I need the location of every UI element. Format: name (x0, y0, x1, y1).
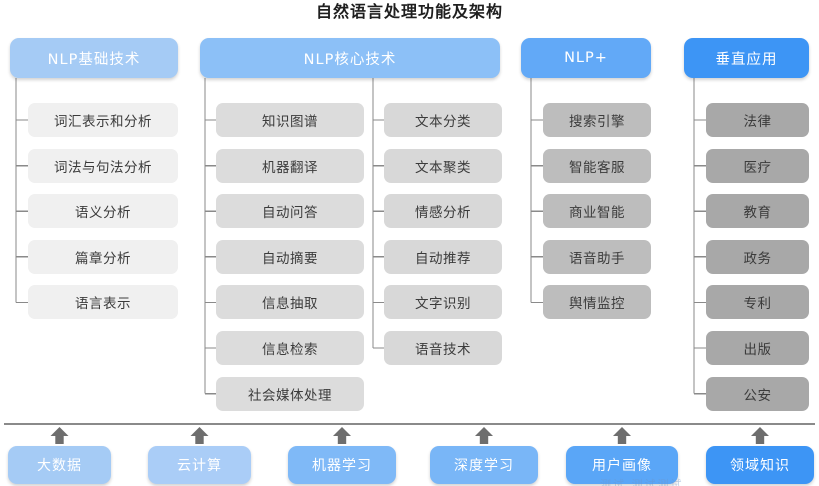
item-core-right-5[interactable]: 语音技术 (384, 331, 502, 365)
item-core-left-5[interactable]: 信息检索 (216, 331, 364, 365)
item-label: 自动推荐 (415, 250, 471, 267)
item-label: 搜索引擎 (569, 114, 625, 130)
foundation-cloud-computing[interactable]: 云计算 (148, 446, 251, 484)
foundation-machine-learning[interactable]: 机器学习 (288, 446, 396, 484)
item-label: 信息抽取 (262, 296, 318, 313)
header-nlp-basic[interactable]: NLP基础技术 (10, 38, 178, 78)
item-core-left-1[interactable]: 机器翻译 (216, 148, 364, 183)
foundation-label: 机器学习 (312, 458, 372, 474)
item-core-right-1[interactable]: 文本聚类 (384, 148, 502, 183)
header-label: NLP核心技术 (303, 51, 397, 68)
item-label: 知识图谱 (262, 114, 318, 130)
item-vertical-3[interactable]: 政务 (706, 239, 809, 274)
item-label: 语音助手 (569, 250, 625, 267)
item-core-left-4[interactable]: 信息抽取 (216, 285, 364, 320)
item-basic-2[interactable]: 语义分析 (28, 194, 178, 229)
foundation-label: 领域知识 (730, 458, 790, 474)
item-label: 法律 (743, 114, 772, 130)
item-vertical-6[interactable]: 公安 (706, 376, 809, 411)
item-label: 出版 (743, 342, 772, 358)
up-arrow-icon (190, 427, 209, 444)
item-label: 文字识别 (415, 296, 471, 313)
item-basic-3[interactable]: 篇章分析 (28, 239, 178, 274)
header-label: NLP+ (564, 50, 608, 66)
item-core-right-2[interactable]: 情感分析 (384, 194, 502, 229)
up-arrow-icon (613, 427, 631, 444)
item-basic-4[interactable]: 语言表示 (28, 285, 178, 320)
up-arrow-icon (50, 427, 69, 444)
foundation-label: 大数据 (37, 458, 82, 474)
item-label: 自动摘要 (262, 250, 318, 267)
up-arrow-icon (751, 427, 769, 444)
up-arrow-icon (475, 427, 493, 444)
up-arrow-icon (333, 427, 351, 444)
header-label: 垂直应用 (715, 51, 778, 68)
item-core-right-4[interactable]: 文字识别 (384, 285, 502, 320)
header-nlp-plus[interactable]: NLP+ (521, 38, 651, 78)
item-label: 专利 (743, 296, 772, 313)
item-core-left-2[interactable]: 自动问答 (216, 194, 364, 229)
item-label: 智能客服 (569, 159, 625, 176)
item-vertical-4[interactable]: 专利 (706, 285, 809, 320)
page-title: 自然语言处理功能及架构 (315, 2, 503, 21)
item-core-right-0[interactable]: 文本分类 (384, 103, 502, 137)
item-vertical-5[interactable]: 出版 (706, 331, 809, 365)
item-label: 舆情监控 (569, 296, 625, 313)
item-plus-1[interactable]: 智能客服 (543, 148, 651, 183)
watermark: 测试 测试测试 (600, 478, 684, 486)
item-core-left-6[interactable]: 社会媒体处理 (216, 376, 364, 411)
item-label: 政务 (743, 250, 772, 267)
foundation-label: 深度学习 (454, 458, 514, 474)
foundation-deep-learning[interactable]: 深度学习 (430, 446, 538, 484)
item-plus-4[interactable]: 舆情监控 (543, 285, 651, 320)
item-vertical-0[interactable]: 法律 (706, 103, 809, 137)
foundation-domain-knowledge[interactable]: 领域知识 (706, 446, 814, 484)
item-label: 商业智能 (569, 205, 625, 222)
header-nlp-vertical[interactable]: 垂直应用 (684, 38, 809, 78)
item-core-left-3[interactable]: 自动摘要 (216, 239, 364, 274)
item-label: 情感分析 (415, 205, 471, 222)
foundation-user-profile[interactable]: 用户画像 (566, 446, 678, 484)
item-label: 语义分析 (75, 205, 131, 222)
foundation-big-data[interactable]: 大数据 (8, 446, 111, 484)
item-core-left-0[interactable]: 知识图谱 (216, 103, 364, 137)
item-label: 文本分类 (415, 114, 471, 130)
item-plus-3[interactable]: 语音助手 (543, 239, 651, 274)
item-label: 公安 (743, 387, 772, 404)
item-plus-2[interactable]: 商业智能 (543, 194, 651, 229)
foundation-label: 用户画像 (592, 458, 652, 474)
item-label: 社会媒体处理 (248, 387, 332, 404)
item-label: 教育 (743, 205, 772, 222)
item-label: 机器翻译 (262, 159, 318, 176)
header-nlp-core[interactable]: NLP核心技术 (200, 38, 500, 78)
item-label: 词法与句法分析 (54, 159, 152, 176)
item-label: 自动问答 (262, 205, 318, 222)
item-label: 语音技术 (415, 342, 471, 358)
item-label: 词汇表示和分析 (54, 114, 152, 130)
item-label: 篇章分析 (75, 250, 131, 267)
item-label: 文本聚类 (415, 159, 471, 176)
item-plus-0[interactable]: 搜索引擎 (543, 103, 651, 137)
item-basic-0[interactable]: 词汇表示和分析 (28, 103, 178, 137)
item-basic-1[interactable]: 词法与句法分析 (28, 148, 178, 183)
item-label: 语言表示 (75, 296, 131, 313)
item-label: 医疗 (743, 159, 772, 176)
foundation-label: 云计算 (177, 458, 222, 474)
header-label: NLP基础技术 (47, 51, 141, 68)
item-vertical-1[interactable]: 医疗 (706, 148, 809, 183)
item-label: 信息检索 (262, 342, 318, 358)
item-vertical-2[interactable]: 教育 (706, 194, 809, 229)
item-core-right-3[interactable]: 自动推荐 (384, 239, 502, 274)
